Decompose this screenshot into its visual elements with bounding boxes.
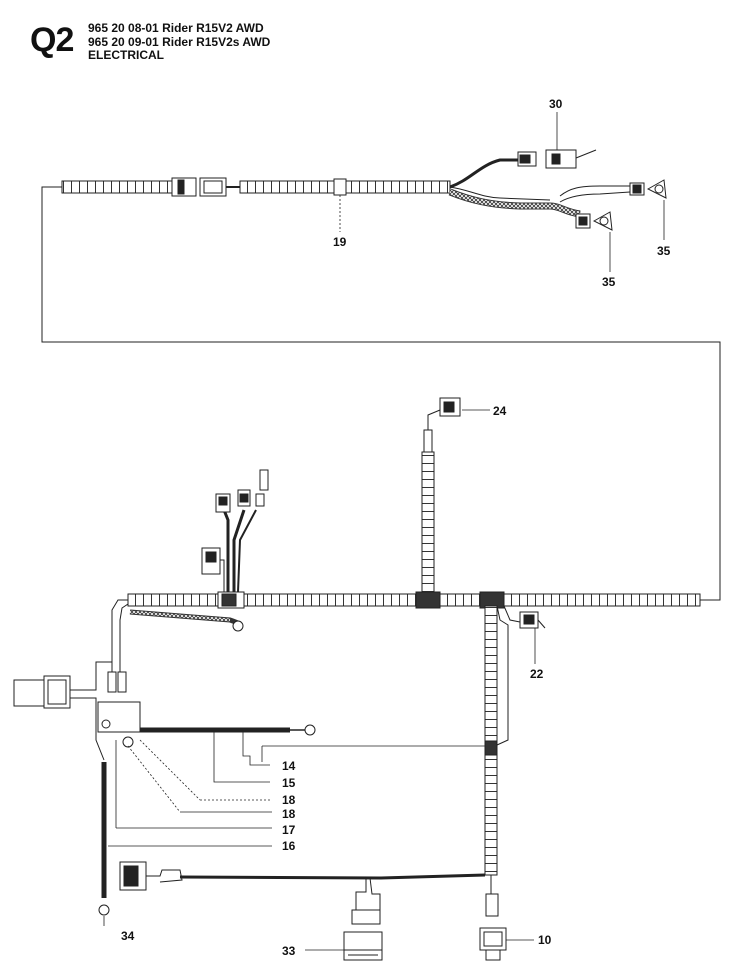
callout-30: 30 bbox=[549, 97, 563, 111]
solenoid-cluster bbox=[13, 661, 485, 926]
callout-14: 14 bbox=[282, 759, 296, 773]
callout-24: 24 bbox=[493, 404, 507, 418]
callout-19: 19 bbox=[333, 235, 347, 249]
callouts: 30 19 35 35 24 22 14 15 18 18 17 16 34 3… bbox=[121, 97, 671, 958]
callout-18-b: 18 bbox=[282, 807, 296, 821]
branch-10 bbox=[479, 605, 546, 961]
callout-34: 34 bbox=[121, 929, 135, 943]
callout-10: 10 bbox=[538, 933, 552, 947]
callout-17: 17 bbox=[282, 823, 296, 837]
lower-branch bbox=[119, 861, 486, 961]
callout-35: 35 bbox=[657, 244, 671, 258]
callout-33: 33 bbox=[282, 944, 296, 958]
header-model-2: 965 20 09-01 Rider R15V2s AWD bbox=[88, 34, 271, 49]
page-header: 965 20 08-01 Rider R15V2 AWD 965 20 09-0… bbox=[88, 21, 271, 63]
upper-harness bbox=[41, 112, 721, 601]
callout-15: 15 bbox=[282, 776, 296, 790]
callout-18: 18 bbox=[282, 793, 296, 807]
callout-16: 16 bbox=[282, 839, 296, 853]
header-model-1: 965 20 08-01 Rider R15V2 AWD bbox=[88, 21, 264, 35]
page-code: Q2 bbox=[30, 21, 74, 59]
main-harness bbox=[111, 469, 701, 690]
header-section: ELECTRICAL bbox=[88, 48, 164, 62]
callout-22: 22 bbox=[530, 667, 544, 681]
callout-35-b: 35 bbox=[602, 275, 616, 289]
branch-24 bbox=[421, 397, 490, 593]
